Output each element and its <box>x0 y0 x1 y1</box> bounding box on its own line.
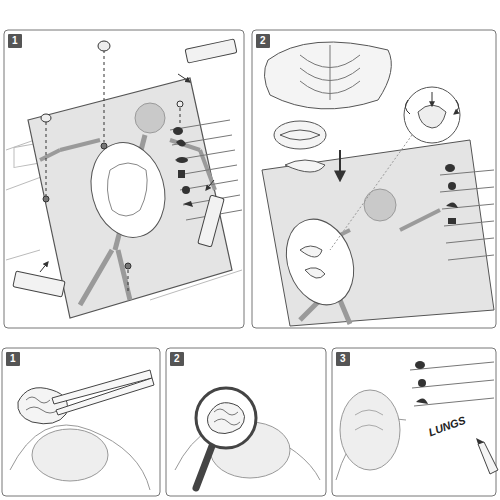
organ-slots <box>418 379 426 387</box>
ribcage-lid <box>264 42 391 109</box>
organ-slots <box>170 120 242 220</box>
clip-piece <box>198 195 224 247</box>
organ-slots <box>440 170 494 260</box>
magnified-inset <box>404 87 460 143</box>
body-outline <box>10 425 150 490</box>
clip-piece <box>13 39 237 297</box>
panel-frame <box>166 348 326 496</box>
display-board <box>364 189 396 221</box>
body-outline <box>340 390 400 470</box>
mounting-pin <box>128 270 129 292</box>
mounting-pin <box>46 122 47 196</box>
organ-piece <box>274 121 326 149</box>
panel-frame <box>2 30 496 496</box>
body-outline <box>32 429 108 481</box>
mounting-pin <box>41 114 51 122</box>
body-outline <box>355 410 383 430</box>
tweezers <box>52 370 154 415</box>
display-board <box>107 163 147 216</box>
pen <box>476 438 484 444</box>
magnifying-glass <box>214 409 240 425</box>
magnifying-glass <box>196 388 256 448</box>
organ-slots <box>415 361 428 404</box>
motion-arrow <box>40 262 48 272</box>
motion-arrow <box>206 180 214 190</box>
mounting-pin <box>41 41 183 292</box>
mounting-pin <box>101 143 107 149</box>
display-board <box>40 103 215 305</box>
organ-piece <box>300 246 322 257</box>
pen <box>476 438 498 474</box>
display-board <box>262 140 494 326</box>
body-outline <box>10 425 150 490</box>
step-number: 2 <box>256 34 270 48</box>
magnified-inset <box>330 87 460 250</box>
organ-slots <box>445 164 458 224</box>
motion-arrow <box>340 150 341 180</box>
organ-slots <box>410 361 494 406</box>
organ-slots <box>446 202 458 208</box>
organ-slots <box>170 120 242 220</box>
tweezers <box>56 378 154 415</box>
organ-slots <box>448 218 456 224</box>
organ-piece <box>280 130 320 140</box>
organ-slots <box>415 361 425 369</box>
brain-piece <box>18 388 68 424</box>
step-number: 3 <box>336 352 350 366</box>
pen <box>478 442 498 474</box>
magnified-inset <box>418 105 446 128</box>
organ-slots <box>410 362 494 406</box>
display-board <box>81 134 175 245</box>
organ-slots <box>440 164 494 260</box>
organ-slots <box>445 164 455 172</box>
panel-frame <box>252 30 496 328</box>
display-board <box>262 140 494 326</box>
organ-slots <box>178 170 185 178</box>
organ-slots <box>176 157 188 163</box>
handwritten-label: LUNGS <box>425 413 469 440</box>
magnifying-glass <box>196 446 212 488</box>
organ-slots <box>416 398 428 404</box>
clip-piece <box>185 39 237 63</box>
motion-arrow <box>339 150 341 180</box>
display-board <box>80 250 130 305</box>
step-number: 2 <box>170 352 184 366</box>
magnified-inset <box>432 92 433 106</box>
display-board <box>275 210 365 315</box>
magnifying-glass <box>196 388 256 488</box>
panel-frame <box>332 348 496 496</box>
clip-piece <box>13 271 65 297</box>
magnified-inset <box>330 135 412 250</box>
brain-piece <box>18 388 68 424</box>
organ-slots <box>176 139 186 146</box>
organ-slots <box>173 127 193 207</box>
mounting-pin <box>98 41 110 51</box>
organ-slots <box>448 182 456 190</box>
magnifying-glass <box>208 403 245 434</box>
step-number: 1 <box>6 352 20 366</box>
display-board <box>135 103 165 133</box>
mounting-pin <box>43 196 49 202</box>
ribcage-lid <box>264 42 391 109</box>
mounting-pin <box>180 108 181 125</box>
organ-slots <box>182 186 190 194</box>
mounting-pin <box>104 50 105 142</box>
mounting-pin <box>177 101 183 107</box>
organ-slots <box>183 201 193 207</box>
panel-frame <box>4 30 244 328</box>
motion-arrow <box>40 74 214 272</box>
motion-arrow <box>178 74 190 82</box>
mounting-pin <box>125 263 131 269</box>
body-outline <box>336 390 406 480</box>
organ-piece <box>285 160 325 172</box>
organ-slots <box>173 127 183 135</box>
step-number: 1 <box>8 34 22 48</box>
panel-frame <box>2 348 160 496</box>
ribcage-lid <box>300 45 360 100</box>
organ-piece <box>274 121 326 278</box>
organ-piece <box>305 268 325 278</box>
